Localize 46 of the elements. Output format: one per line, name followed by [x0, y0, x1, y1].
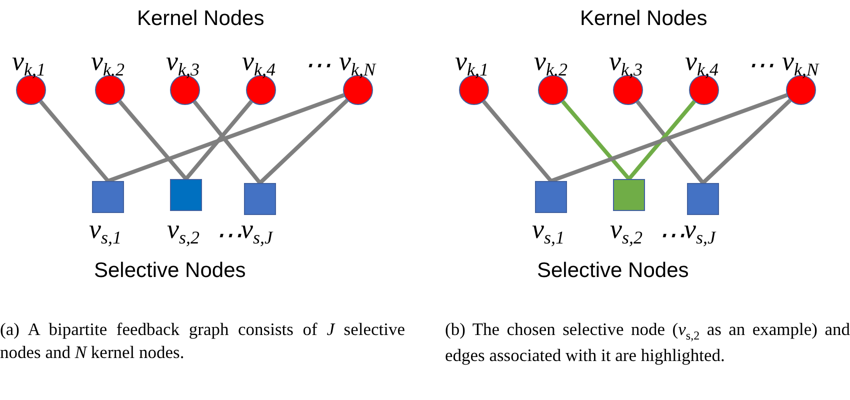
- node-label: v$_{s,1}$: [89, 216, 122, 246]
- graph-edge: [702, 98, 792, 184]
- node-label: v$_{s,2}$: [167, 216, 200, 246]
- node-label: v$_{s,1}$: [532, 216, 564, 246]
- graph-edge: [184, 100, 253, 180]
- node-label: v$_{s,J}$: [684, 216, 716, 246]
- ellipsis: ⋯: [215, 222, 242, 249]
- selective-node-square: [535, 181, 567, 213]
- ellipsis: ⋯: [747, 52, 774, 79]
- node-label: v$_{s,2}$: [610, 216, 642, 246]
- selective-node-square: [170, 179, 202, 211]
- selective-node-square: [92, 181, 124, 213]
- graph-edge: [550, 93, 788, 183]
- graph-edge: [192, 100, 262, 184]
- node-label: v$_{k.2}$: [534, 48, 568, 78]
- heading: Selective Nodes: [94, 260, 246, 281]
- caption: (b) The chosen selective node (v$_{s,2}$ as an example) and edges associated with it are highlighted.: [445, 318, 850, 367]
- node-label: v$_{k,1}$: [455, 48, 488, 78]
- selective-node-square: [613, 179, 645, 211]
- heading: Kernel Nodes: [580, 8, 708, 29]
- ellipsis: ⋯: [658, 222, 685, 249]
- graph-edge: [258, 98, 348, 184]
- node-label: v$_{k.2}$: [91, 48, 124, 78]
- graph-edge: [39, 100, 110, 182]
- node-label: v$_{k,N}$: [782, 48, 818, 78]
- kernel-node-circle: [95, 75, 125, 105]
- node-label: v$_{k,4}$: [685, 48, 718, 78]
- node-label: v$_{k,3}$: [166, 48, 200, 78]
- selective-node-square: [244, 183, 276, 215]
- kernel-node-circle: [538, 75, 568, 105]
- selective-node-square: [687, 183, 719, 215]
- graph-edge: [636, 100, 705, 184]
- caption: (a) A bipartite feedback graph consists of J selective nodes and N kernel nodes.: [0, 318, 405, 364]
- graph-edge: [118, 100, 188, 180]
- graph-edge: [482, 100, 553, 182]
- heading: Selective Nodes: [537, 260, 689, 281]
- graph-edge: [627, 100, 696, 180]
- ellipsis: ⋯: [304, 52, 331, 79]
- node-label: v$_{s,J}$: [241, 216, 272, 246]
- node-label: v$_{k,N}$: [339, 48, 376, 78]
- heading: Kernel Nodes: [137, 8, 264, 29]
- node-label: v$_{k,1}$: [12, 48, 46, 78]
- graph-edge: [561, 100, 631, 180]
- node-label: v$_{k,3}$: [609, 48, 642, 78]
- graph-edge: [107, 93, 345, 183]
- node-label: v$_{k,4}$: [242, 48, 276, 78]
